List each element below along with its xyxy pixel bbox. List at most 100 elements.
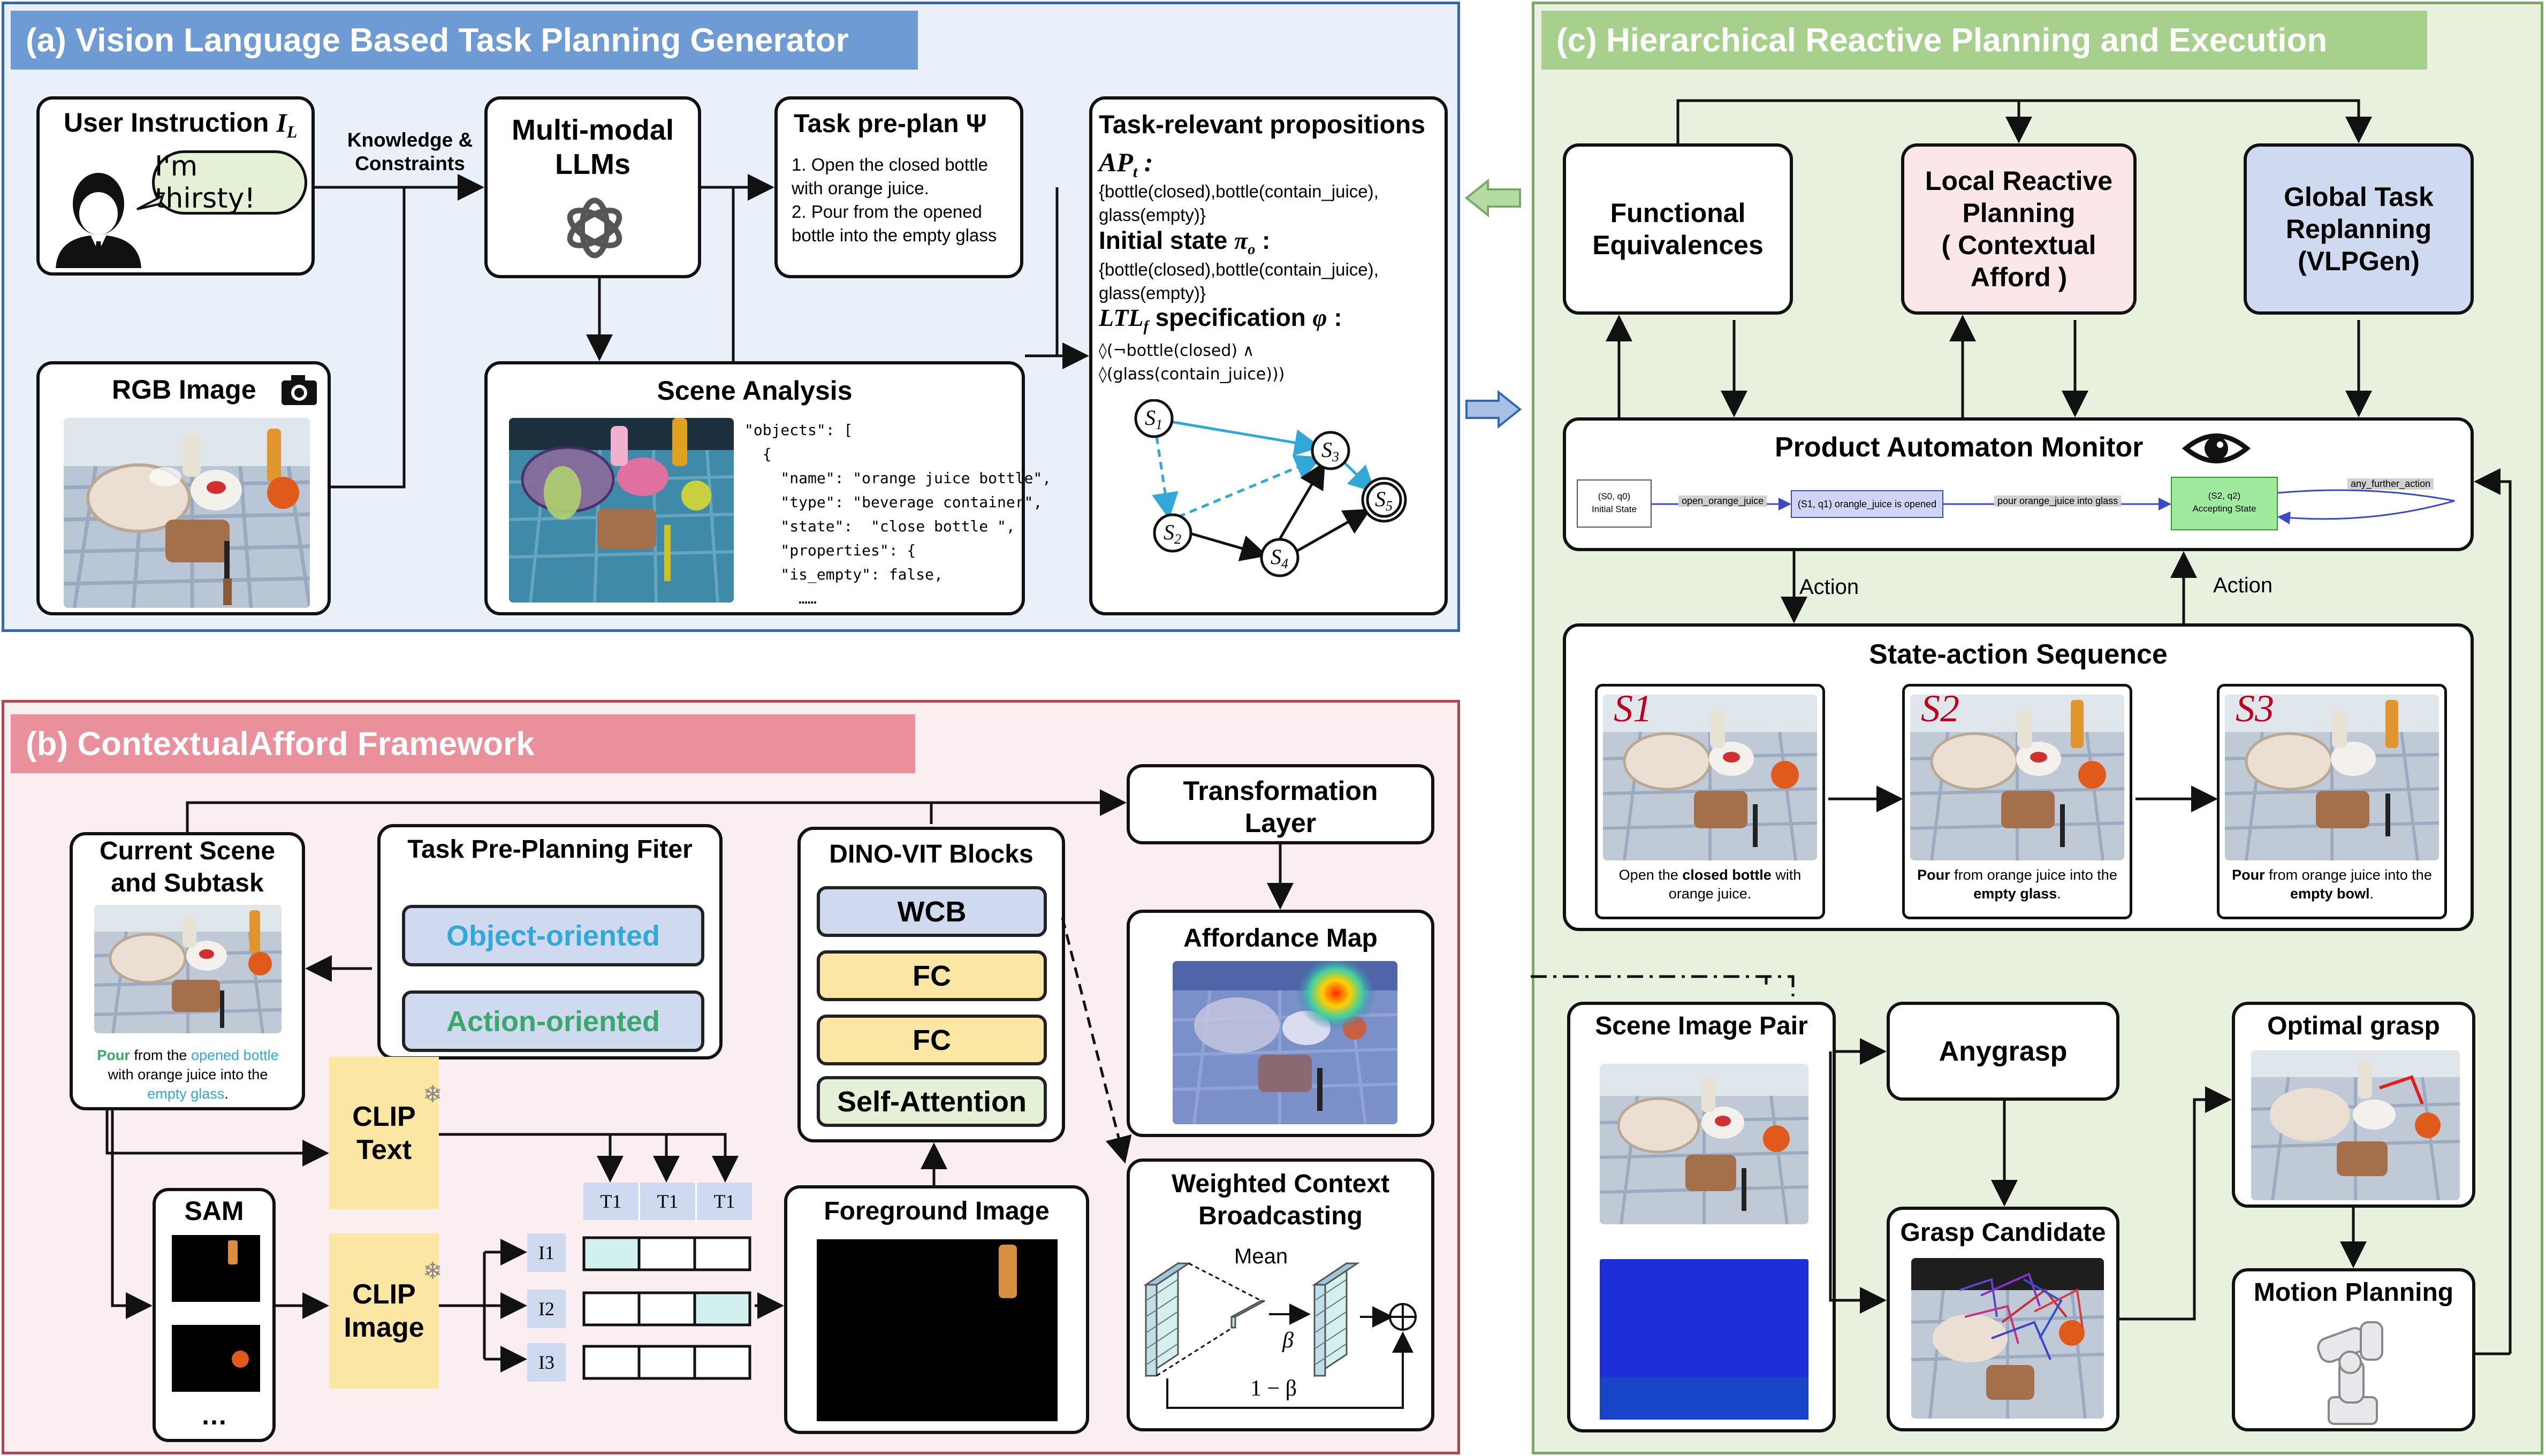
- scene-depth-image: [1600, 1259, 1808, 1420]
- state-s4: [1260, 538, 1299, 577]
- edge-s1-s3: [1170, 420, 1321, 456]
- ltl-label: LTLf specification φ :: [1099, 303, 1342, 336]
- panel-b-connectors: [105, 789, 1294, 1373]
- arrow-left-icon: [1464, 178, 1521, 218]
- pam-edge-label: open_orange_juice: [1678, 496, 1767, 507]
- panel-b-title: (b) ContextualAfford Framework: [11, 714, 915, 773]
- image-token: I3: [527, 1343, 566, 1382]
- grasp-candidate-image: [1911, 1258, 2104, 1419]
- ap-text: {bottle(closed),bottle(contain_juice), g…: [1099, 181, 1379, 225]
- task-filter-title: Task Pre-Planning Fiter: [407, 835, 693, 864]
- action-label-right: Action: [2213, 574, 2273, 597]
- pam-node-accepting: (S2, q2) Accepting State: [2171, 477, 2278, 530]
- functional-equivalences-box: Functional Equivalences: [1563, 143, 1793, 315]
- rgb-scene-image: [64, 418, 310, 608]
- knowledge-constraints-label: Knowledge & Constraints: [347, 129, 473, 174]
- anygrasp-box: Anygrasp: [1887, 1002, 2119, 1101]
- optimal-grasp-image: [2251, 1050, 2460, 1200]
- state-card-3: S3 Pour from orange juice into the empty…: [2217, 684, 2447, 919]
- scene-rgb-image: [1600, 1064, 1808, 1224]
- edge-s2-s4: [1188, 531, 1268, 561]
- self-attention-block: Self-Attention: [817, 1076, 1047, 1127]
- user-instruction-label: User Instruction IL: [64, 108, 298, 141]
- panel-a-connectors: [315, 174, 1089, 489]
- edge-s3-s5: [1340, 458, 1376, 493]
- wcb-block: WCB: [817, 886, 1047, 937]
- ap-label: APt :: [1099, 147, 1153, 181]
- dino-vit-box: DINO-VIT Blocks WCB FC FC Self-Attention: [797, 827, 1065, 1142]
- state-2-label: S2: [1921, 687, 1959, 730]
- pam-node-opened: (S1, q1) orangle_juice is opened: [1791, 490, 1943, 518]
- snowflake-icon: ❄: [423, 1081, 443, 1108]
- current-scene-title: Current Scene and Subtask: [99, 837, 276, 897]
- global-task-replanning-title: Global Task Replanning (VLPGen): [2284, 182, 2434, 276]
- text-token: T1: [583, 1183, 639, 1220]
- speech-bubble: I'm thirsty!: [152, 150, 307, 215]
- state-card-2: S2 Pour from orange juice into the empty…: [1902, 684, 2132, 919]
- sam-more: …: [201, 1400, 227, 1430]
- robot-arm-icon: [2317, 1321, 2383, 1425]
- scene-analysis-title: Scene Analysis: [657, 376, 853, 406]
- clip-text-label: CLIP Text: [352, 1101, 416, 1165]
- state-s3-label: S3: [1321, 438, 1339, 464]
- grasp-candidate-box: Grasp Candidate: [1887, 1207, 2119, 1431]
- task-preplan-text: 1. Open the closed bottle with orange ju…: [792, 155, 997, 245]
- current-scene-image: [94, 905, 282, 1033]
- clip-text-block: CLIP Text: [329, 1057, 439, 1209]
- sam-title: SAM: [184, 1196, 244, 1226]
- panel-a-title: (a) Vision Language Based Task Planning …: [11, 11, 918, 70]
- image-token: I2: [527, 1290, 566, 1328]
- product-automaton-monitor-box: Product Automaton Monitor (S0, q0) Initi…: [1563, 417, 2474, 551]
- image-token: I1: [527, 1233, 566, 1272]
- pam-node-initial: (S0, q0) Initial State: [1577, 479, 1652, 528]
- user-person-icon: [56, 173, 141, 268]
- affordance-heatmap-image: [1173, 961, 1397, 1124]
- task-filter-box: Task Pre-Planning Fiter Object-oriented …: [377, 824, 723, 1059]
- beta-label: β: [1282, 1328, 1294, 1353]
- foreground-title: Foreground Image: [824, 1197, 1050, 1225]
- transformation-layer-box: Transformation Layer: [1127, 764, 1434, 844]
- scene-analysis-box: Scene Analysis "objects": [ { "name": "o…: [484, 361, 1051, 615]
- global-task-replanning-box: Global Task Replanning (VLPGen): [2244, 143, 2474, 315]
- sas-title: State-action Sequence: [1869, 639, 2168, 670]
- sas-arrows: [1828, 786, 2218, 812]
- clip-image-label: CLIP Image: [344, 1279, 424, 1343]
- mean-label: Mean: [1234, 1245, 1288, 1268]
- one-minus-beta-label: 1 − β: [1250, 1376, 1297, 1401]
- state-1-caption: Open the closed bottle with orange juice…: [1618, 867, 1802, 902]
- local-reactive-planning-title: Local Reactive Planning ( Contextual Aff…: [1925, 166, 2113, 292]
- sam-mask-orange: [172, 1325, 260, 1392]
- camera-icon: [282, 375, 317, 405]
- llm-title: Multi-modal LLMs: [512, 114, 674, 180]
- foreground-image: [817, 1239, 1058, 1421]
- pam-edge-label: pour orange_juice into glass: [1994, 496, 2122, 507]
- edge-s4-s3: [1277, 461, 1326, 542]
- snowflake-icon: ❄: [423, 1258, 443, 1284]
- user-instruction-box: User Instruction IL I'm thirsty!: [36, 96, 315, 276]
- scene-image-pair-title: Scene Image Pair: [1595, 1012, 1808, 1040]
- segmented-scene-image: [509, 418, 734, 603]
- current-scene-box: Current Scene and Subtask Pour from the …: [70, 832, 305, 1110]
- state-s5-label: S5: [1375, 487, 1393, 514]
- anygrasp-title: Anygrasp: [1939, 1035, 2068, 1067]
- edge-s4-s5: [1295, 509, 1371, 553]
- object-oriented-pill: Object-oriented: [402, 905, 704, 966]
- state-1-image: [1603, 695, 1817, 860]
- state-s3: [1311, 431, 1350, 470]
- initial-state-label: Initial state πo :: [1099, 226, 1271, 258]
- wcb-detail-title: Weighted Context Broadcasting: [1171, 1170, 1390, 1230]
- rgb-image-title: RGB Image: [112, 375, 256, 405]
- edge-s1-s2: [1152, 436, 1179, 520]
- affordance-map-title: Affordance Map: [1183, 924, 1378, 952]
- llm-box: Multi-modal LLMs: [484, 96, 701, 278]
- optimal-grasp-title: Optimal grasp: [2267, 1012, 2440, 1040]
- action-label-left: Action: [1799, 575, 1859, 599]
- state-3-image: [2225, 695, 2439, 860]
- state-1-label: S1: [1614, 687, 1652, 730]
- state-s1: [1134, 399, 1174, 438]
- ltl-automaton-graph: S1 S2 S3 S4 S5: [1134, 399, 1407, 577]
- motion-planning-title: Motion Planning: [2253, 1278, 2454, 1307]
- state-s5: [1361, 477, 1407, 523]
- dino-vit-title: DINO-VIT Blocks: [829, 840, 1033, 868]
